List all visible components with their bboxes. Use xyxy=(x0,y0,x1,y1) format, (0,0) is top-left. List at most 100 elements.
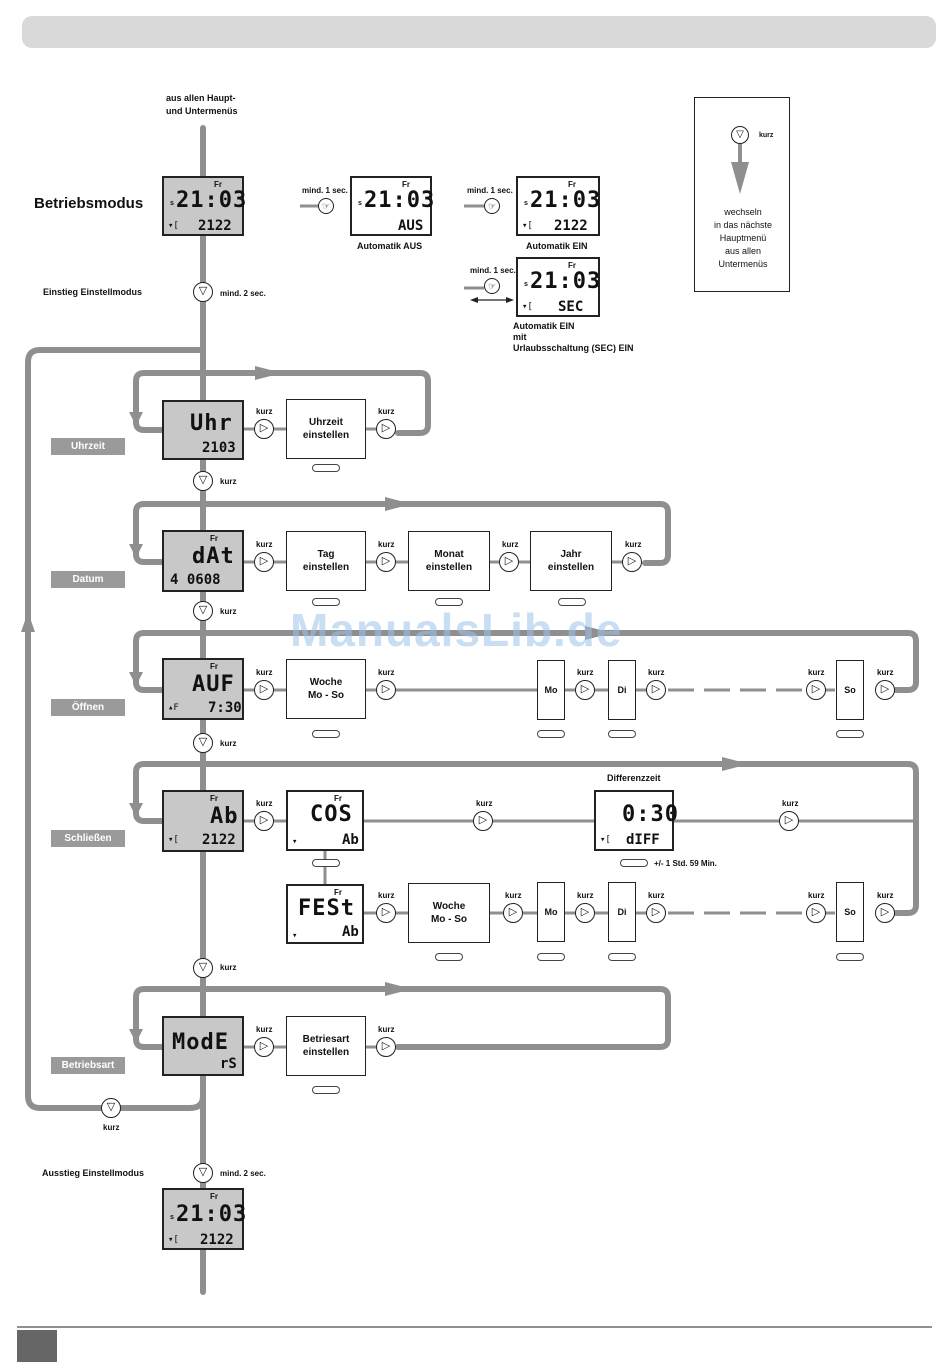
right-arrow-button-icon[interactable]: ▷ xyxy=(376,680,396,700)
lcd-oeffnen: Fr AUF ▴F 7:30 xyxy=(162,658,244,720)
kurz-label: kurz xyxy=(220,963,237,972)
diff-title: Differenzzeit xyxy=(607,773,661,783)
down-button-icon[interactable]: ▽ xyxy=(193,733,213,753)
header-bar xyxy=(22,16,936,48)
right-arrow-button-icon[interactable]: ▷ xyxy=(503,903,523,923)
right-arrow-button-icon[interactable]: ▷ xyxy=(376,903,396,923)
right-arrow-button-icon[interactable]: ▷ xyxy=(376,1037,396,1057)
right-arrow-button-icon[interactable]: ▷ xyxy=(376,419,396,439)
lcd-cos: Fr COS ▾ Ab xyxy=(286,790,364,851)
start-text-2: und Untermenüs xyxy=(166,106,238,116)
kurz-label: kurz xyxy=(378,540,395,549)
flow-arrow-return xyxy=(21,612,35,632)
lcd-uhr: Uhr 2103 xyxy=(162,400,244,460)
kurz-label: kurz xyxy=(378,668,395,677)
auto-sec-hint: mind. 1 sec. xyxy=(470,266,516,275)
right-arrow-button-icon[interactable]: ▷ xyxy=(622,552,642,572)
right-arrow-button-icon[interactable]: ▷ xyxy=(254,680,274,700)
group-label-schliessen: Schließen xyxy=(51,830,125,847)
kurz-label: kurz xyxy=(625,540,642,549)
kurz-label: kurz xyxy=(256,799,273,808)
flow-arrow-oeffnen xyxy=(585,626,612,640)
down-button-icon[interactable]: ▽ xyxy=(193,958,213,978)
kurz-label: kurz xyxy=(577,668,594,677)
kurz-label: kurz xyxy=(256,540,273,549)
legend-arrow-icon xyxy=(731,144,749,194)
right-arrow-button-icon[interactable]: ▷ xyxy=(875,903,895,923)
kurz-label: kurz xyxy=(256,1025,273,1034)
box-mo-oeffnen[interactable]: Mo xyxy=(537,660,565,720)
kurz-label: kurz xyxy=(648,668,665,677)
hand-press-icon[interactable]: ☞ xyxy=(484,198,500,214)
box-di-oeffnen[interactable]: Di xyxy=(608,660,636,720)
flow-arrow-datum xyxy=(385,497,412,511)
group-label-oeffnen: Öffnen xyxy=(51,699,125,716)
down-button-icon[interactable]: ▽ xyxy=(193,601,213,621)
start-text-1: aus allen Haupt- xyxy=(166,93,236,103)
right-arrow-button-icon[interactable]: ▷ xyxy=(646,903,666,923)
flow-arrow-uhr xyxy=(255,366,282,380)
diff-hint: +/- 1 Std. 59 Min. xyxy=(654,859,717,868)
flow-return-loop xyxy=(25,347,206,1111)
lcd-auto-ein: Fr s 21:03 ▾[ 2122 xyxy=(516,176,600,236)
kurz-label: kurz xyxy=(220,607,237,616)
box-mo-schliessen[interactable]: Mo xyxy=(537,882,565,942)
auto-aus-hint: mind. 1 sec. xyxy=(302,186,348,195)
exit-hint: mind. 2 sec. xyxy=(220,1169,266,1178)
right-arrow-button-icon[interactable]: ▷ xyxy=(254,552,274,572)
knob-icon xyxy=(312,730,340,738)
knob-icon xyxy=(608,953,636,961)
right-arrow-button-icon[interactable]: ▷ xyxy=(806,903,826,923)
right-arrow-button-icon[interactable]: ▷ xyxy=(779,811,799,831)
right-arrow-button-icon[interactable]: ▷ xyxy=(575,903,595,923)
lcd-datum: Fr dAt 4 0608 xyxy=(162,530,244,592)
lcd-fest: Fr FESt ▾ Ab xyxy=(286,884,364,944)
knob-icon xyxy=(620,859,648,867)
box-di-schliessen[interactable]: Di xyxy=(608,882,636,942)
down-button-icon[interactable]: ▽ xyxy=(193,1163,213,1183)
lcd-betriebsart: ModE rS xyxy=(162,1016,244,1076)
right-arrow-button-icon[interactable]: ▷ xyxy=(473,811,493,831)
right-arrow-button-icon[interactable]: ▷ xyxy=(254,811,274,831)
down-button-icon[interactable]: ▽ xyxy=(193,282,213,302)
auto-ein-hint: mind. 1 sec. xyxy=(467,186,513,195)
auto-sec-caption-1: Automatik EIN xyxy=(513,321,575,331)
right-arrow-button-icon[interactable]: ▷ xyxy=(875,680,895,700)
down-button-icon[interactable]: ▽ xyxy=(101,1098,121,1118)
flow-loop-schliessen xyxy=(133,761,919,916)
kurz-label: kurz xyxy=(378,1025,395,1034)
kurz-label: kurz xyxy=(808,891,825,900)
lcd-auto-aus: Fr s 21:03 AUS xyxy=(350,176,434,236)
kurz-label: kurz xyxy=(378,891,395,900)
enter-label: Einstieg Einstellmodus xyxy=(43,287,143,297)
kurz-label: kurz xyxy=(220,739,237,748)
kurz-label: kurz xyxy=(502,540,519,549)
right-arrow-button-icon[interactable]: ▷ xyxy=(376,552,396,572)
enter-hint: mind. 2 sec. xyxy=(220,289,266,298)
right-arrow-button-icon[interactable]: ▷ xyxy=(646,680,666,700)
down-button-icon[interactable]: ▽ xyxy=(193,471,213,491)
right-arrow-button-icon[interactable]: ▷ xyxy=(575,680,595,700)
box-so-oeffnen[interactable]: So xyxy=(836,660,864,720)
hand-press-icon[interactable]: ☞ xyxy=(484,278,500,294)
lcd-end: Fr s 21:03 ▾[ 2122 xyxy=(162,1188,246,1250)
right-arrow-button-icon[interactable]: ▷ xyxy=(499,552,519,572)
box-so-schliessen[interactable]: So xyxy=(836,882,864,942)
right-arrow-button-icon[interactable]: ▷ xyxy=(806,680,826,700)
down-button-icon: ▽ xyxy=(731,126,749,144)
knob-icon xyxy=(537,953,565,961)
kurz-label: kurz xyxy=(378,407,395,416)
right-arrow-button-icon[interactable]: ▷ xyxy=(254,1037,274,1057)
kurz-label: kurz xyxy=(808,668,825,677)
hand-press-icon[interactable]: ☞ xyxy=(318,198,334,214)
right-arrow-button-icon[interactable]: ▷ xyxy=(254,419,274,439)
